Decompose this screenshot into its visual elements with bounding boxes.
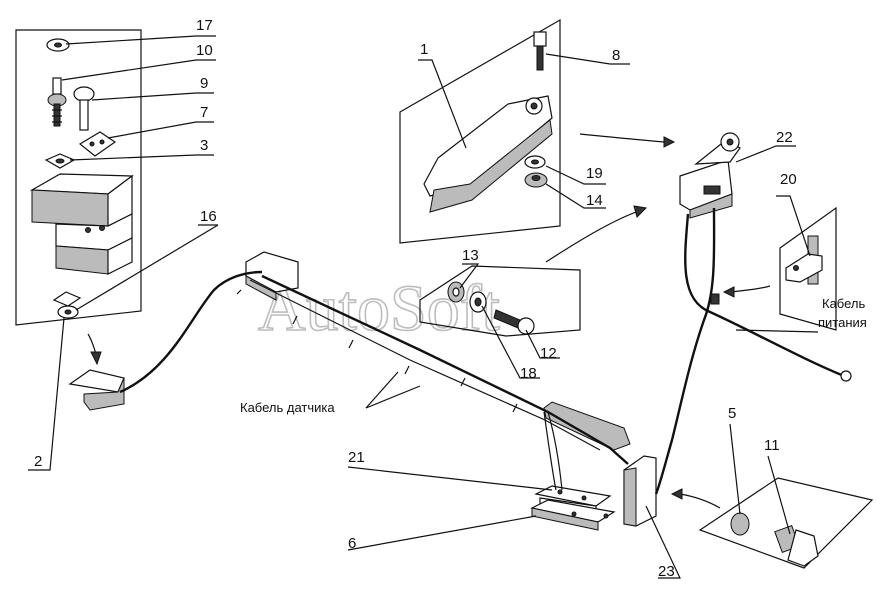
direction-arrows (87, 133, 771, 509)
callout-22: 22 (776, 129, 793, 146)
callout-17: 17 (196, 17, 213, 34)
callout-6: 6 (348, 535, 356, 552)
callout-23: 23 (658, 563, 675, 580)
sensor-block (29, 173, 134, 275)
leader-lines (28, 35, 819, 579)
callout-7: 7 (200, 104, 208, 121)
clamp-20 (785, 235, 823, 285)
bolt-12 (493, 309, 535, 335)
callout-3: 3 (200, 137, 208, 154)
clamp-panel (779, 206, 837, 331)
connector-23 (623, 455, 657, 527)
washer-3 (44, 153, 76, 169)
washer-5 (730, 512, 750, 536)
screw-10 (47, 77, 67, 127)
callout-16: 16 (200, 208, 217, 225)
callout-2: 2 (34, 453, 42, 470)
callout-14: 14 (586, 192, 603, 209)
middle-bolt-panel (419, 265, 581, 337)
callout-19: 19 (586, 165, 603, 182)
callout-13: 13 (462, 247, 479, 264)
power-cable (654, 207, 852, 495)
screw-9 (73, 86, 95, 131)
caption-power-cable-line1: Кабель (822, 296, 865, 311)
plate-7 (78, 131, 117, 157)
nut-17 (46, 38, 70, 52)
callout-8: 8 (612, 47, 620, 64)
top-center-panel (399, 18, 561, 244)
washer-19 (524, 155, 546, 169)
callout-1: 1 (420, 41, 428, 58)
switch-22 (679, 132, 741, 219)
plug-11 (774, 524, 819, 567)
lever-1 (423, 95, 553, 213)
callout-18: 18 (520, 365, 537, 382)
base-6 (530, 499, 616, 531)
left-inset-panel (15, 29, 142, 326)
sensor-slide (543, 401, 631, 451)
bolt-8 (533, 31, 547, 71)
plug-panel (698, 477, 874, 569)
callout-10: 10 (196, 42, 213, 59)
nut-16 (52, 291, 82, 319)
callout-20: 20 (780, 171, 797, 188)
callout-9: 9 (200, 75, 208, 92)
callout-11: 11 (764, 437, 780, 454)
callout-12: 12 (540, 345, 557, 362)
caption-power-cable-line2: питания (818, 315, 867, 330)
callout-5: 5 (728, 405, 736, 422)
callout-labels: 17 10 9 7 3 16 2 1 8 19 14 13 12 18 22 2… (34, 17, 797, 580)
sensor-cable (119, 270, 629, 491)
sensor-housing (68, 251, 299, 411)
nut-14 (524, 172, 548, 188)
caption-sensor-cable: Кабель датчика (240, 400, 335, 415)
callout-21: 21 (348, 449, 365, 466)
